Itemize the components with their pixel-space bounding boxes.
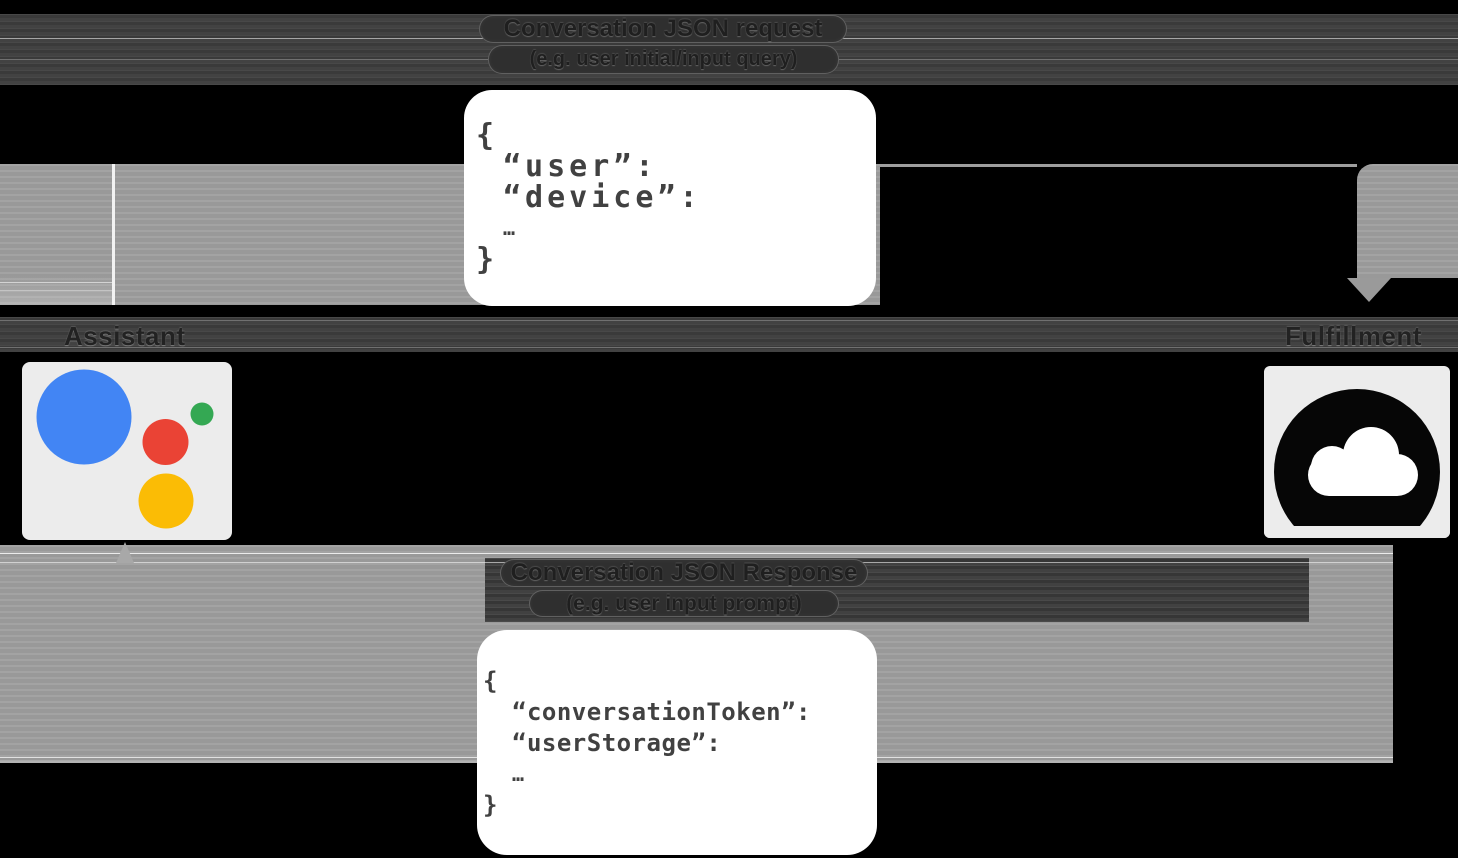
google-cloud-icon	[1264, 389, 1450, 538]
stripe-artifact	[0, 320, 1458, 321]
response-label-line1: Conversation JSON Response	[500, 559, 868, 587]
request-arrowhead-down-icon	[1347, 278, 1391, 302]
request-json-box: { “user”: “device”: … }	[464, 90, 876, 306]
stripe-artifact	[0, 553, 1393, 554]
stripe-artifact	[0, 347, 1458, 348]
response-label-line1-text: Conversation JSON Response	[510, 559, 858, 586]
request-label-line2: (e.g. user initial/input query)	[488, 45, 839, 74]
code-line: “device”:	[503, 180, 702, 215]
code-line: “conversationToken”:	[512, 698, 811, 726]
fulfillment-card	[1264, 366, 1450, 538]
assistant-green-circle	[190, 402, 214, 426]
request-label-line1: Conversation JSON request	[479, 15, 847, 43]
google-assistant-logo-icon	[36, 369, 214, 529]
actor-label-band: Assistant Fulfillment	[0, 317, 1458, 352]
assistant-yellow-circle	[138, 473, 194, 529]
code-line: …	[512, 762, 525, 786]
response-arrowhead-up-icon	[116, 542, 134, 563]
request-label-line2-text: (e.g. user initial/input query)	[529, 48, 798, 70]
cloud-glyph	[1308, 427, 1418, 496]
code-line: “userStorage”:	[512, 729, 722, 757]
request-label-line1-text: Conversation JSON request	[503, 15, 823, 42]
assistant-red-circle	[142, 419, 189, 465]
code-line: {	[483, 667, 498, 695]
response-json-box: { “conversationToken”: “userStorage”: … …	[477, 630, 877, 855]
cloud-flat-cut	[1264, 526, 1450, 538]
request-arrow-line	[880, 164, 1357, 167]
stripe-artifact	[0, 276, 112, 305]
response-label-line2: (e.g. user input prompt)	[529, 590, 839, 617]
request-arrow-band-gap	[112, 164, 115, 305]
stripe-artifact	[0, 282, 112, 283]
response-label-line2-text: (e.g. user input prompt)	[566, 591, 802, 615]
code-line: {	[476, 118, 499, 153]
code-line: “user”:	[503, 149, 658, 184]
assistant-blue-circle	[36, 369, 132, 465]
code-line: }	[476, 242, 499, 277]
stripe-artifact	[485, 562, 1309, 563]
stripe-artifact	[0, 290, 112, 291]
code-line: }	[483, 791, 498, 819]
assistant-card	[22, 362, 232, 540]
request-arrow-corner	[1357, 164, 1458, 278]
fulfillment-label: Fulfillment	[1285, 321, 1422, 351]
assistant-label: Assistant	[64, 321, 186, 351]
code-line: …	[503, 216, 520, 240]
